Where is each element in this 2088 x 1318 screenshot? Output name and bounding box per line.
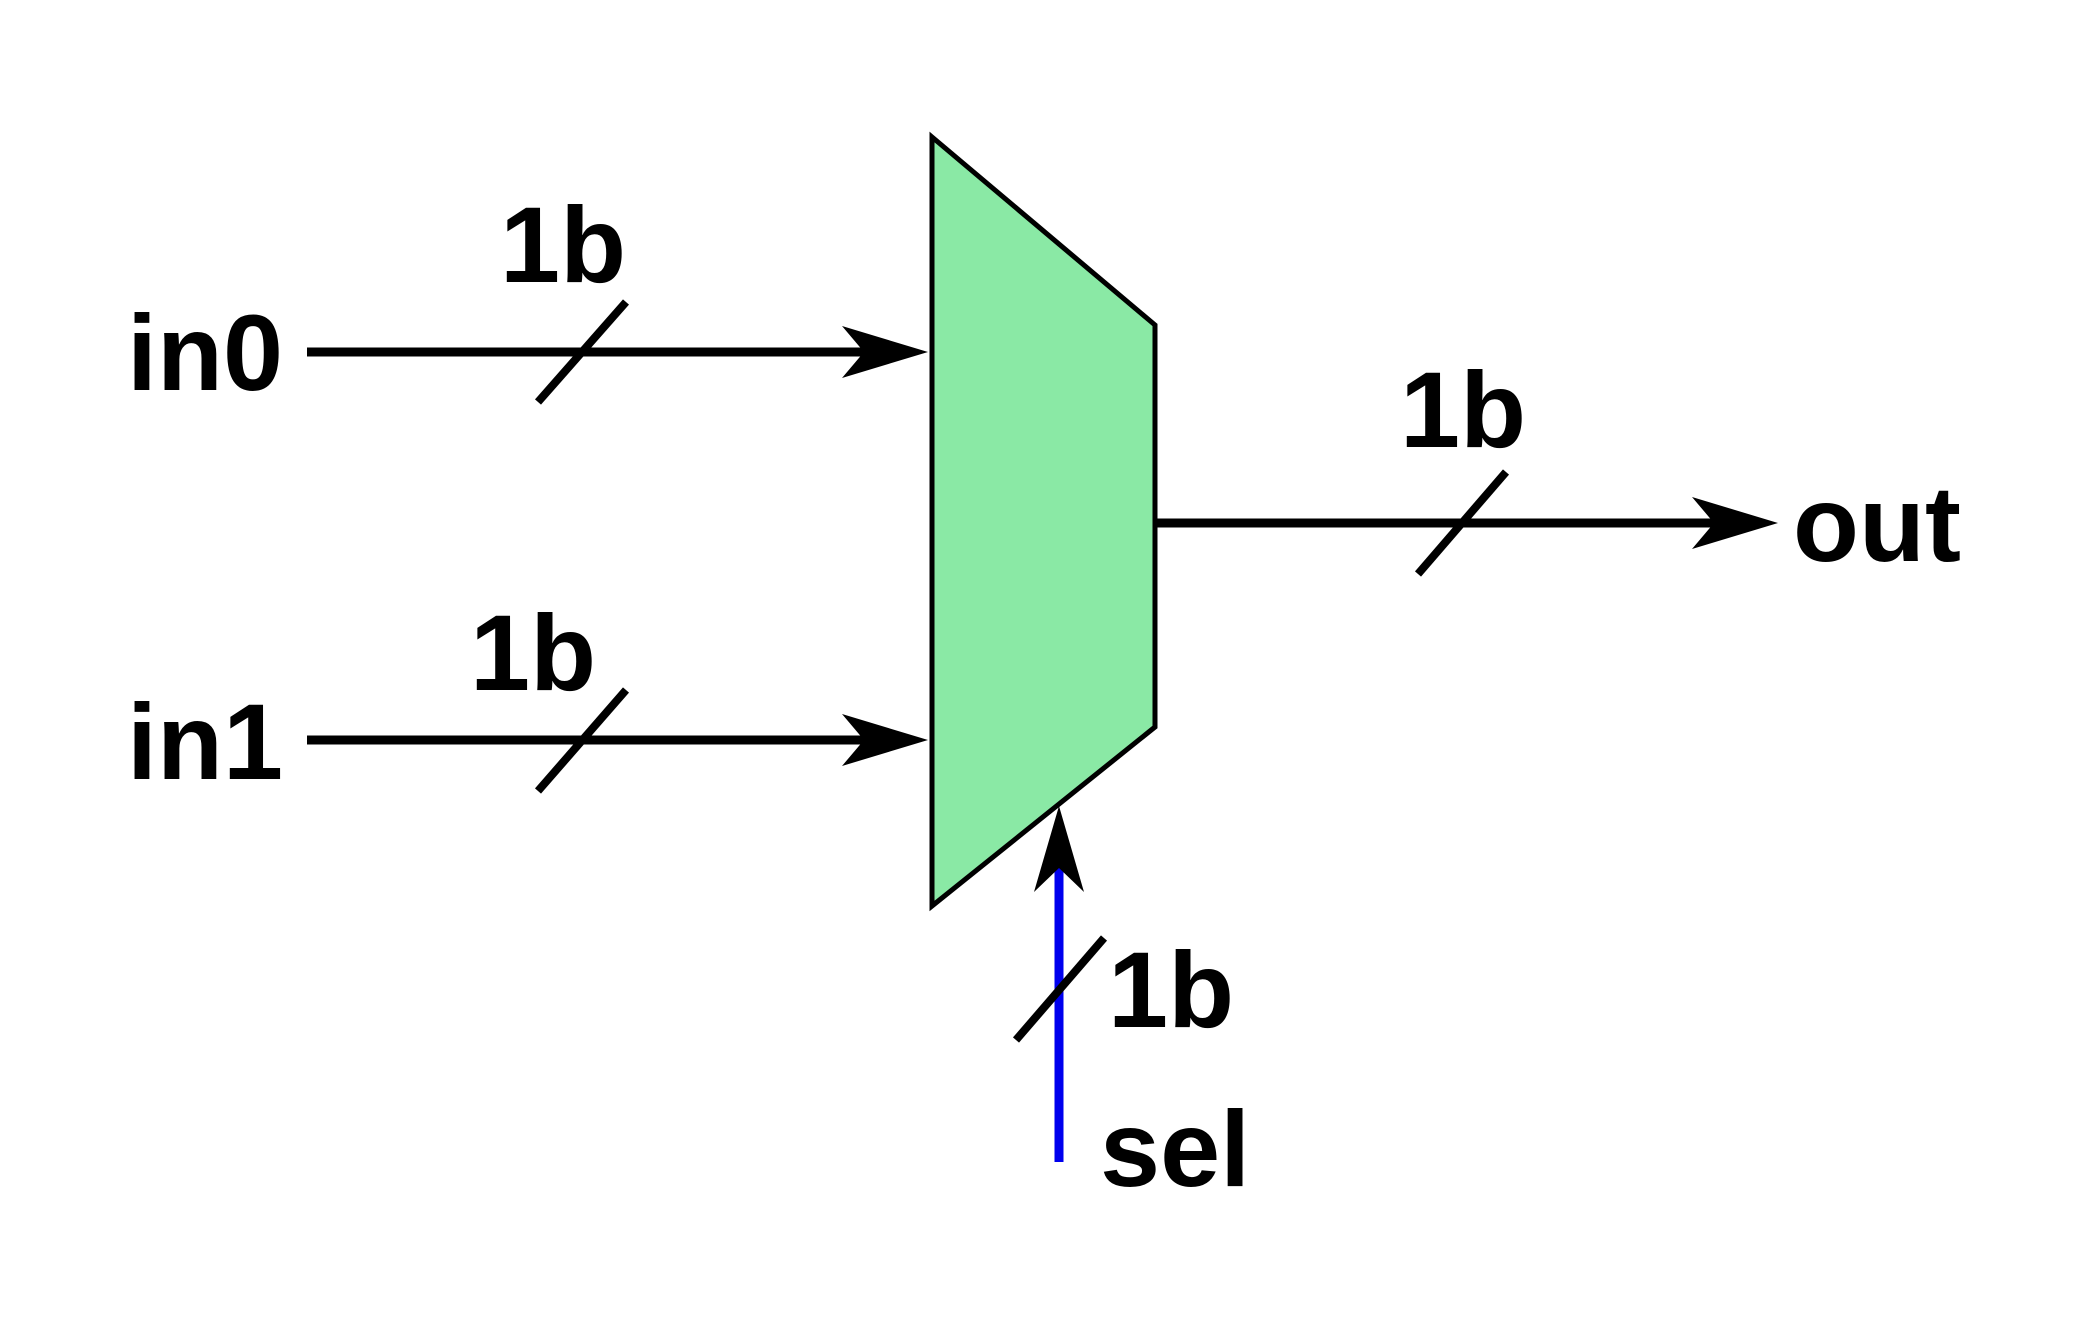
out-width-label: 1b	[1400, 349, 1526, 470]
sel-label: sel	[1100, 1088, 1250, 1209]
sel-bus-slash	[1012, 935, 1108, 1043]
in1-wire	[307, 687, 928, 794]
mux-body	[929, 131, 1158, 912]
in1-arrowhead	[842, 714, 928, 766]
out-wire	[1155, 469, 1778, 577]
in0-width-label: 1b	[500, 184, 626, 305]
in0-label: in0	[127, 292, 283, 413]
sel-width-label: 1b	[1108, 929, 1234, 1050]
in0-bus-slash	[534, 299, 630, 405]
out-arrowhead	[1692, 497, 1778, 549]
in1-bus-slash	[534, 687, 630, 794]
sel-wire	[1012, 806, 1108, 1162]
in1-label: in1	[127, 681, 283, 802]
in0-wire	[307, 299, 928, 405]
out-bus-slash	[1414, 469, 1510, 577]
in1-width-label: 1b	[470, 592, 596, 713]
in0-arrowhead	[842, 326, 928, 378]
out-label: out	[1793, 463, 1961, 584]
sel-arrowhead	[1034, 806, 1084, 892]
